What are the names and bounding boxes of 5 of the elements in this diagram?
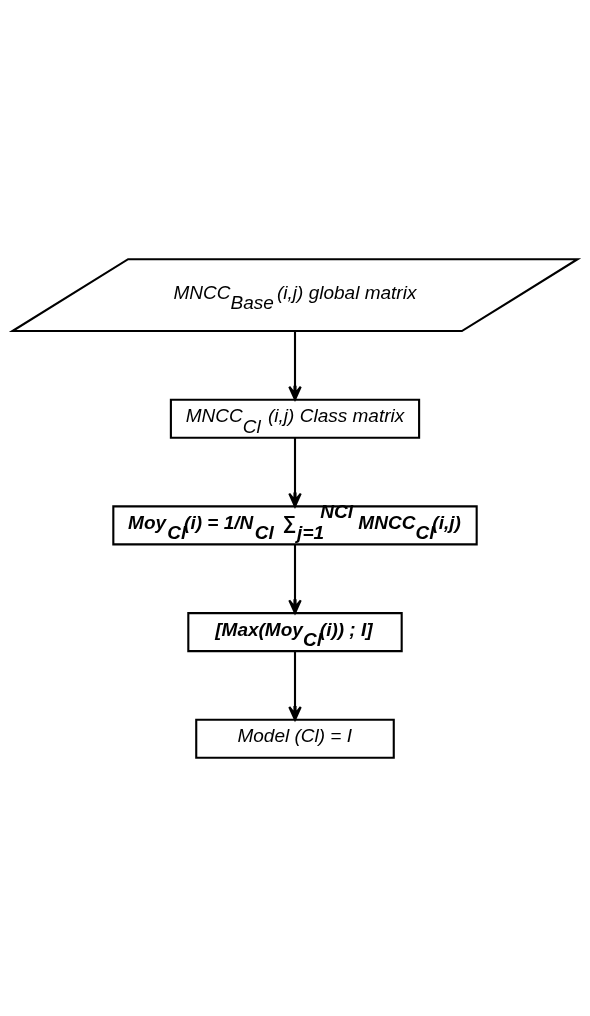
arrow	[288, 650, 302, 721]
node-box: Model (Cl) = I	[195, 718, 395, 759]
arrow	[288, 437, 302, 507]
arrow	[288, 544, 302, 614]
arrow	[288, 330, 302, 400]
